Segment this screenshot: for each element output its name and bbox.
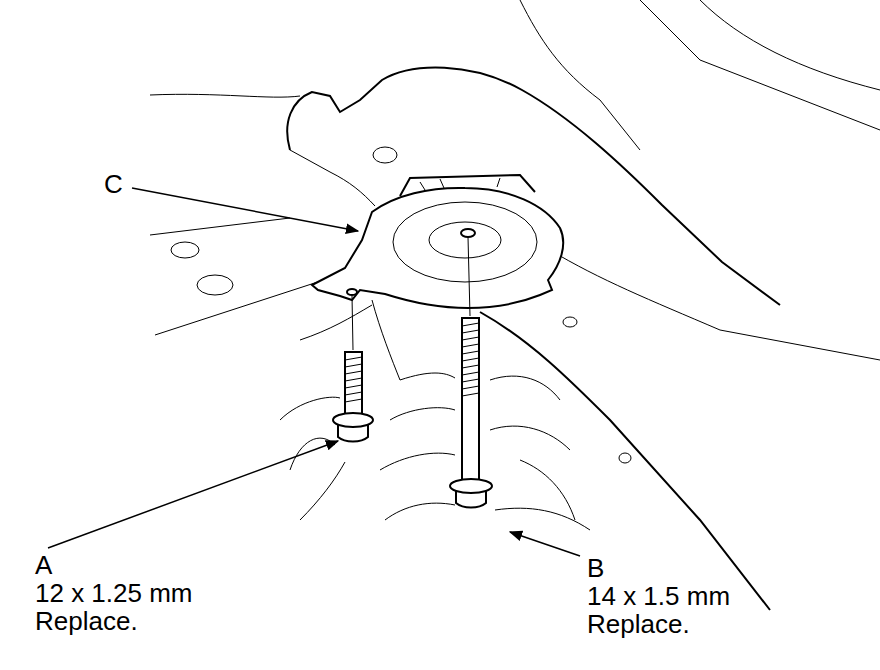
part-letter: A (35, 551, 52, 580)
frame-line (150, 94, 300, 97)
frame-line (700, 0, 880, 90)
replace-note: Replace. (587, 610, 690, 639)
spring-line (385, 503, 455, 520)
frame-line (640, 0, 880, 130)
hole (373, 147, 397, 163)
bracket-flange (393, 202, 537, 282)
hole (563, 317, 577, 327)
hole (197, 275, 233, 295)
spring-line (380, 453, 455, 470)
hole (171, 242, 199, 258)
bolt-b (450, 318, 492, 508)
knuckle-line (300, 462, 345, 520)
leader-line (132, 188, 358, 231)
bolt-a (333, 352, 373, 442)
leader-line (510, 532, 580, 556)
spring-line (520, 460, 575, 520)
axis-lines (352, 237, 470, 350)
spring-line (372, 300, 455, 380)
frame-line (150, 218, 290, 235)
bolt-shaft (345, 352, 362, 416)
hole (619, 453, 631, 463)
replace-note: Replace. (35, 607, 138, 636)
axis-line (468, 237, 470, 316)
bolt-flange (333, 413, 373, 427)
thread-size: 12 x 1.25 mm (35, 579, 193, 608)
body-background (150, 0, 880, 610)
bolt-thread (345, 357, 362, 402)
part-letter: B (587, 554, 604, 583)
leader-line (48, 441, 338, 548)
mount-bracket (312, 175, 563, 308)
strut-tower-edge (290, 150, 375, 206)
knuckle-line (280, 397, 340, 420)
bolt-shaft (462, 318, 479, 482)
center-hole (461, 229, 475, 237)
frame-line (300, 305, 372, 340)
bolt-flange (450, 479, 492, 493)
panel-edge (480, 312, 770, 610)
frame-line (520, 0, 640, 150)
spring-line (495, 508, 590, 530)
axis-line (352, 296, 353, 350)
frame-line (155, 278, 330, 335)
mount-dome (429, 222, 501, 258)
spring-line (390, 408, 455, 420)
leader-lines (48, 188, 580, 556)
part-letter: C (104, 170, 123, 199)
knuckle-line (290, 438, 335, 470)
suspension-background (280, 300, 590, 530)
bracket-plate (312, 188, 563, 308)
bolt-hole (347, 289, 357, 295)
bolt-thread (462, 323, 479, 396)
frame-line (550, 250, 880, 360)
thread-size: 14 x 1.5 mm (587, 582, 730, 611)
spring-line (490, 426, 570, 450)
spring-line (490, 376, 560, 400)
